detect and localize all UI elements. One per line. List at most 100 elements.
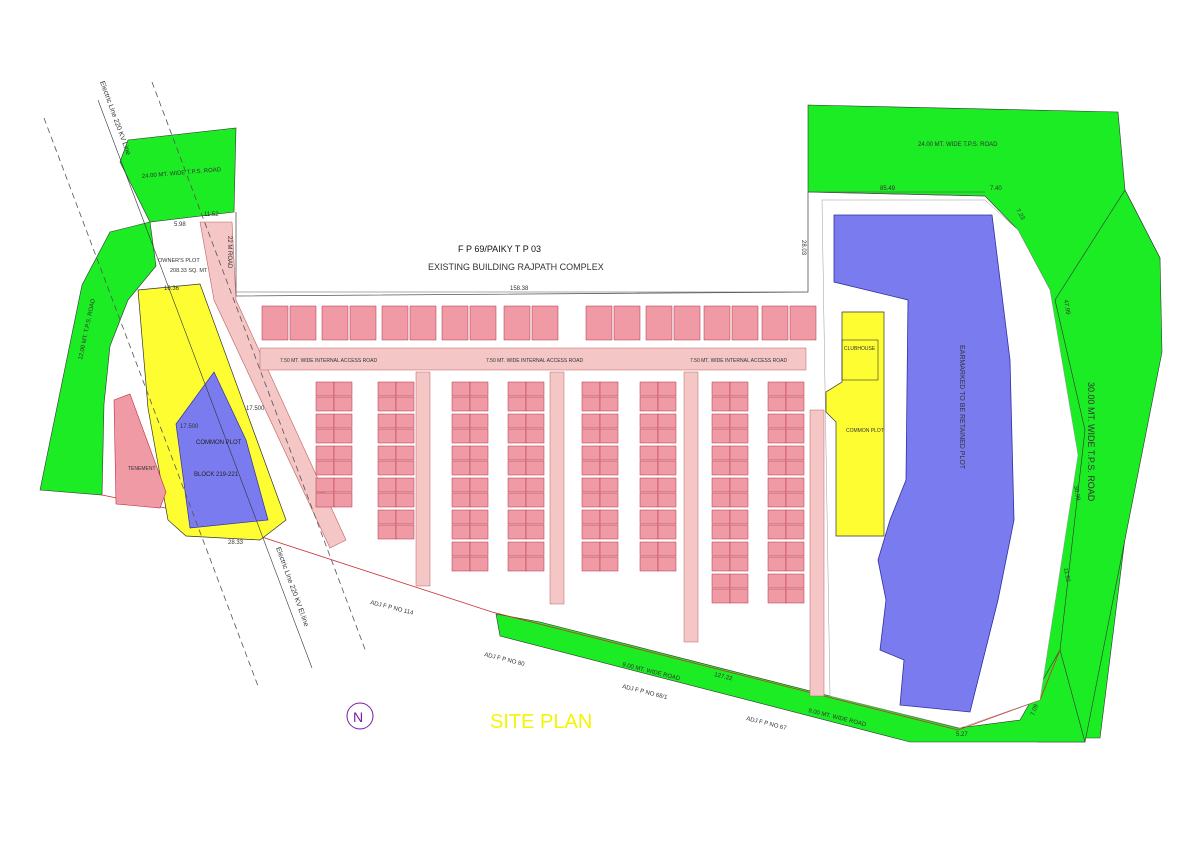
- unit-block: [729, 445, 749, 461]
- unit-block: [395, 428, 415, 444]
- unit-block: [507, 509, 527, 525]
- inclined-access-road: [199, 221, 347, 549]
- unit-block: [767, 541, 787, 557]
- unit-block: [321, 305, 349, 341]
- unit-block: [657, 541, 677, 557]
- unit-block: [639, 428, 659, 444]
- yellow-right-plot: [825, 311, 885, 537]
- unit-block: [785, 541, 805, 557]
- big-plot-label: EARMARKED TO BE RETAINED PLOT: [958, 345, 965, 470]
- unit-block: [349, 305, 377, 341]
- unit-block: [599, 541, 619, 557]
- unit-block: [729, 413, 749, 429]
- unit-block: [729, 573, 749, 589]
- unit-block: [645, 305, 673, 341]
- unit-block: [469, 556, 489, 572]
- adj-fp-114: ADJ F P NO 114: [370, 600, 415, 617]
- unit-block: [657, 396, 677, 412]
- dim-5-98: 5.98: [174, 222, 186, 228]
- unit-block: [729, 492, 749, 508]
- unit-block: [599, 428, 619, 444]
- unit-block: [333, 460, 353, 476]
- unit-block: [333, 428, 353, 444]
- unit-block: [785, 573, 805, 589]
- dim-5-27: 5.27: [956, 732, 968, 738]
- dim-11-52: 11.52: [204, 212, 219, 218]
- dim-127-22: 127.22: [714, 672, 734, 682]
- unit-block: [507, 460, 527, 476]
- road-left-green: [39, 221, 157, 496]
- unit-block: [315, 477, 335, 493]
- tenement-block: [113, 393, 167, 509]
- unit-block: [451, 524, 471, 540]
- vertical-access-label: 22 M ROAD: [226, 236, 232, 269]
- unit-block: [657, 509, 677, 525]
- unit-block: [395, 477, 415, 493]
- unit-block: [711, 428, 731, 444]
- unit-block: [451, 428, 471, 444]
- dim-7-23: 7.23: [1014, 208, 1025, 222]
- unit-block: [315, 445, 335, 461]
- common-plot-left-label: COMMON PLOT: [196, 440, 242, 446]
- clubhouse-box: [841, 339, 879, 381]
- road-top-left-green: [119, 127, 237, 223]
- unit-block: [729, 524, 749, 540]
- unit-block: [599, 492, 619, 508]
- unit-block: [525, 396, 545, 412]
- unit-block: [581, 524, 601, 540]
- unit-block: [657, 477, 677, 493]
- owners-plot-label: OWNER'S PLOT: [158, 258, 200, 264]
- unit-block: [469, 524, 489, 540]
- unit-block: [581, 413, 601, 429]
- unit-block: [729, 477, 749, 493]
- unit-block: [525, 477, 545, 493]
- unit-block: [581, 509, 601, 525]
- unit-block: [657, 460, 677, 476]
- vertical-access-1: [415, 371, 431, 587]
- unit-block: [377, 445, 397, 461]
- unit-block: [581, 477, 601, 493]
- unit-block: [377, 524, 397, 540]
- unit-block: [469, 396, 489, 412]
- unit-block: [469, 381, 489, 397]
- unit-block: [525, 413, 545, 429]
- dim-16-36: 16.36: [164, 286, 180, 292]
- unit-block: [599, 381, 619, 397]
- dim-11-92: 11.92: [1062, 567, 1071, 583]
- vertical-access-2: [549, 371, 565, 605]
- unit-block: [785, 396, 805, 412]
- svg-text:N: N: [353, 709, 363, 725]
- unit-block: [657, 381, 677, 397]
- dim-17-500-b: 17.500: [180, 424, 199, 430]
- unit-block: [451, 445, 471, 461]
- unit-block: [525, 541, 545, 557]
- unit-block: [785, 588, 805, 604]
- unit-block: [395, 460, 415, 476]
- unit-block: [639, 460, 659, 476]
- unit-block: [315, 428, 335, 444]
- unit-layer: [261, 305, 817, 604]
- unit-block: [639, 524, 659, 540]
- unit-block: [451, 381, 471, 397]
- unit-block: [785, 524, 805, 540]
- unit-block: [639, 556, 659, 572]
- unit-block: [315, 460, 335, 476]
- unit-block: [469, 413, 489, 429]
- unit-block: [315, 492, 335, 508]
- unit-block: [711, 509, 731, 525]
- unit-block: [657, 492, 677, 508]
- electric-line-left: [43, 117, 259, 687]
- electric-line-center: [97, 99, 313, 669]
- unit-block: [525, 428, 545, 444]
- unit-block: [469, 509, 489, 525]
- unit-block: [451, 541, 471, 557]
- unit-block: [581, 381, 601, 397]
- unit-block: [767, 556, 787, 572]
- unit-block: [507, 524, 527, 540]
- north-arrow-icon: N: [346, 702, 374, 730]
- unit-block: [507, 428, 527, 444]
- unit-block: [451, 509, 471, 525]
- unit-block: [469, 445, 489, 461]
- unit-block: [599, 556, 619, 572]
- unit-block: [657, 428, 677, 444]
